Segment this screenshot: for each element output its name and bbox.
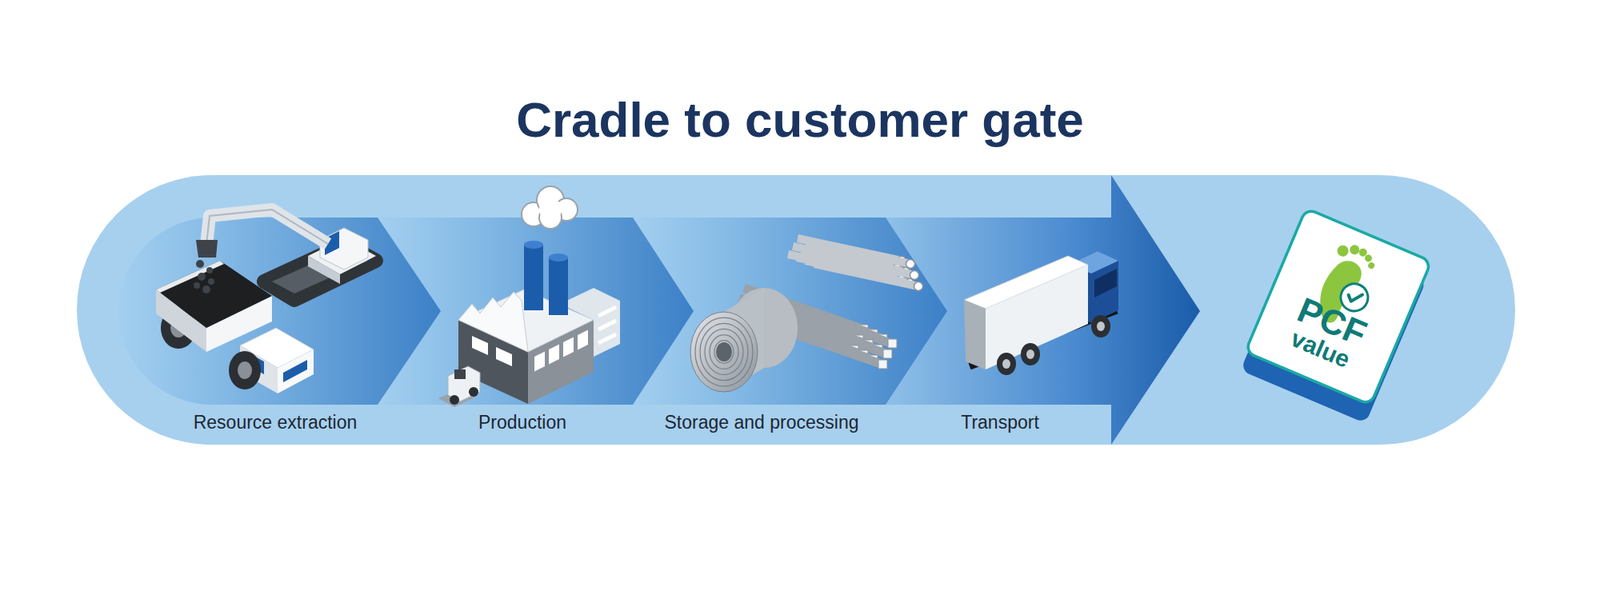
steel-coil — [690, 288, 798, 392]
factory-part — [548, 257, 568, 316]
factory-windows-part — [496, 347, 512, 367]
factory-part — [539, 198, 562, 221]
coil-rings-part — [716, 342, 732, 362]
coil-rings-part — [704, 328, 744, 375]
stage-label-box: Production — [472, 408, 573, 438]
factory-part — [598, 320, 616, 330]
truck-part — [996, 352, 1016, 376]
steel-products-part — [910, 271, 920, 280]
truck-part — [1002, 359, 1011, 369]
truck — [964, 251, 1119, 376]
truck-part — [1094, 268, 1117, 298]
forklift-part — [468, 387, 479, 397]
flow-arrow — [118, 175, 1200, 445]
pcf-card-part — [1348, 243, 1361, 256]
excavator-part — [320, 228, 368, 270]
coil-rings-part — [714, 340, 734, 364]
falling-stones — [193, 260, 215, 294]
forklift-part — [454, 369, 466, 380]
steel-products-part — [888, 339, 897, 348]
stage-label: Transport — [960, 412, 1040, 435]
steel-coil-part — [690, 312, 758, 392]
excavator — [196, 209, 376, 300]
falling-stones-part — [197, 272, 206, 281]
truck-part — [964, 300, 986, 370]
factory — [458, 186, 620, 404]
falling-stones-part — [196, 260, 204, 268]
dump-truck-part — [237, 361, 252, 380]
stage-label: Production — [478, 412, 567, 435]
coil-rings-part — [700, 323, 748, 380]
excavator-part — [206, 209, 328, 245]
factory-part — [598, 334, 616, 344]
factory-part — [524, 244, 544, 311]
truck-part — [1096, 321, 1105, 332]
falling-stones-part — [193, 282, 200, 289]
factory-part — [560, 288, 620, 357]
factory-windows-part — [534, 352, 545, 372]
pcf-card-part — [1244, 208, 1432, 405]
factory-windows-part — [577, 330, 588, 351]
stage-label: Storage and processing — [664, 412, 860, 435]
truck-part — [1091, 315, 1111, 338]
stage-label-box: Transport — [954, 408, 1046, 438]
truck-part — [985, 264, 1088, 370]
pcf-card-part — [1346, 289, 1363, 304]
factory-windows — [472, 330, 588, 372]
stage-label: Resource extraction — [193, 412, 358, 435]
factory-windows-part — [472, 336, 488, 356]
steel-products-part — [878, 360, 888, 369]
excavator-part — [196, 240, 218, 258]
factory-windows-part — [548, 344, 560, 365]
truck-part — [1026, 349, 1035, 360]
steel-products-part — [914, 282, 924, 292]
dump-truck-part — [156, 260, 224, 293]
steel-products-part — [806, 241, 911, 264]
dump-truck-part — [277, 349, 314, 394]
steel-products-part — [883, 349, 892, 359]
coil-rings-part — [709, 335, 739, 370]
pcf-card — [1244, 208, 1432, 405]
stage-label-box: Storage and processing — [658, 408, 866, 438]
factory-part — [458, 292, 528, 352]
pcf-card-part — [1335, 243, 1350, 258]
dump-truck-part — [228, 351, 261, 390]
factory-part — [598, 307, 616, 316]
pcf-card-part — [1367, 261, 1376, 270]
forklift-part — [449, 395, 460, 405]
falling-stones-part — [202, 285, 211, 294]
factory-windows-part — [563, 337, 574, 358]
dump-truck-part — [156, 260, 272, 328]
diagram-title: Cradle to customer gate — [516, 92, 1084, 148]
factory-part — [548, 253, 568, 262]
falling-stones-part — [208, 278, 215, 285]
excavator-part — [206, 209, 328, 245]
coil-rings — [695, 317, 753, 387]
truck-part — [1020, 343, 1040, 366]
stage-label-box: Resource extraction — [187, 408, 364, 438]
factory-part — [521, 186, 578, 229]
falling-stones-part — [206, 267, 213, 274]
pill-band — [76, 175, 1516, 445]
pcf-card-part — [1364, 253, 1374, 264]
forklift — [438, 366, 480, 408]
coil-rings-part — [695, 317, 753, 387]
flow-arrow-part — [118, 217, 441, 405]
dump-truck-part — [283, 360, 308, 383]
factory-part — [524, 240, 544, 249]
steel-products-part — [906, 260, 916, 269]
